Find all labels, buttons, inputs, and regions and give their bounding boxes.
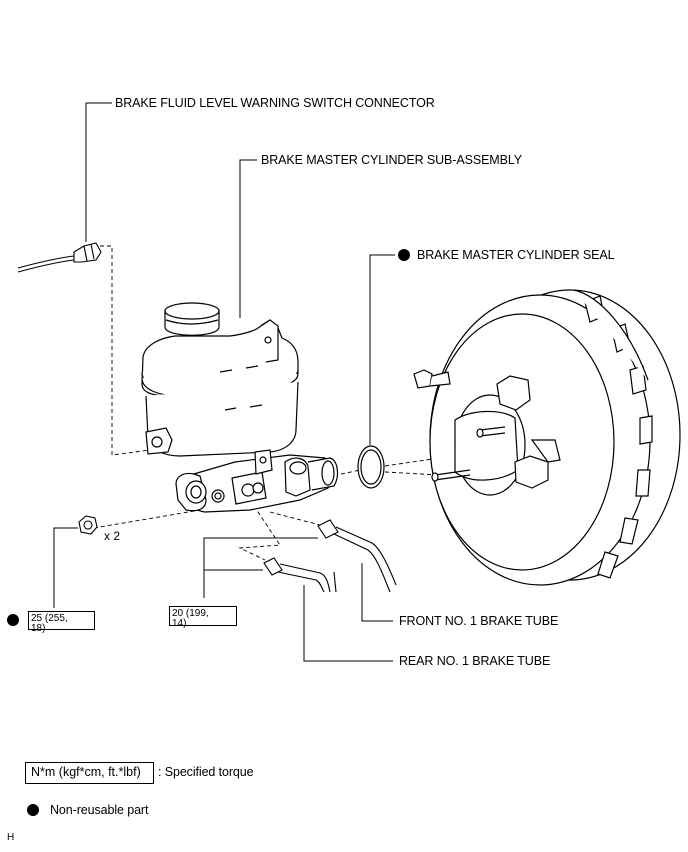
brake-tubes [263, 519, 397, 593]
master-cylinder-seal [357, 445, 385, 489]
leader-lines [53, 102, 395, 662]
warning-switch-connector [17, 242, 102, 273]
rear-tube-label: REAR NO. 1 BRAKE TUBE [399, 654, 551, 668]
nonreusable-mark-seal [398, 249, 410, 261]
nut-torque-line1: 25 (255, [31, 613, 68, 624]
tube-torque-line1: 20 (199, [172, 608, 209, 619]
mounting-nut [78, 515, 98, 535]
legend-nonreusable-desc: Non-reusable part [50, 803, 149, 817]
tube-torque-box: 20 (199, 14) [169, 606, 237, 629]
master-cylinder-label: BRAKE MASTER CYLINDER SUB-ASSEMBLY [261, 153, 523, 167]
nut-torque-line2: 18) [31, 623, 46, 634]
nonreusable-mark-nut [7, 614, 19, 626]
nut-quantity: x 2 [104, 529, 121, 543]
legend-torque-desc: : Specified torque [158, 765, 254, 779]
master-cylinder-body [141, 302, 339, 513]
legend-torque-box: N*m (kgf*cm, ft.*lbf) [25, 762, 154, 784]
brake-booster [413, 289, 681, 586]
seal-label: BRAKE MASTER CYLINDER SEAL [417, 248, 615, 262]
front-tube-label: FRONT NO. 1 BRAKE TUBE [399, 614, 559, 628]
connector-label: BRAKE FLUID LEVEL WARNING SWITCH CONNECT… [115, 96, 435, 110]
nut-torque-box: 25 (255, 18) [28, 611, 95, 634]
tube-torque-line2: 14) [172, 618, 187, 629]
corner-mark: H [7, 832, 15, 843]
alignment-dashes [93, 245, 481, 561]
legend-nonreusable-dot [27, 804, 39, 816]
